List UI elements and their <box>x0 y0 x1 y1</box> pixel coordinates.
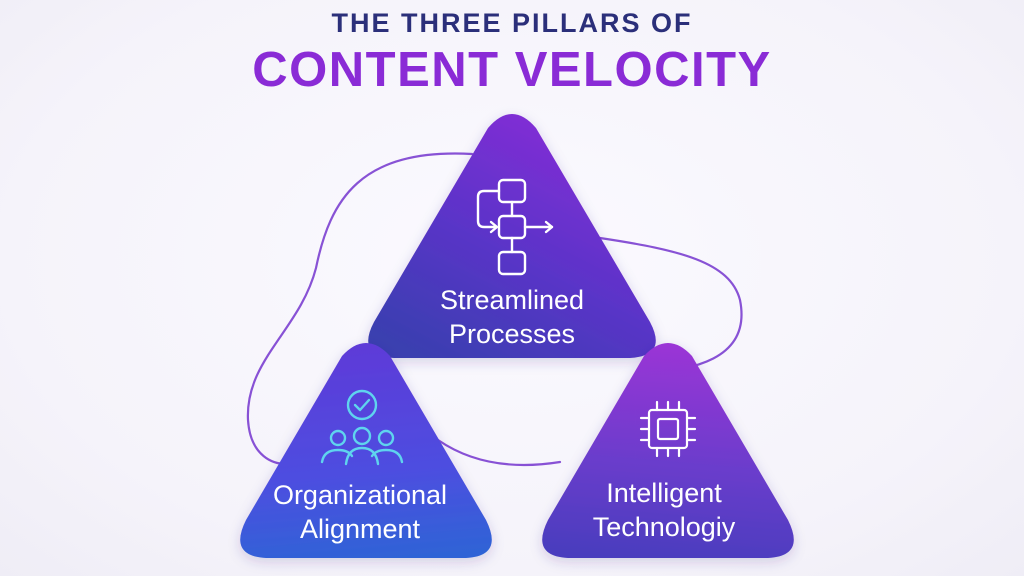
pillar-processes-shape <box>368 114 656 358</box>
pillar-alignment-line1: Organizational <box>273 480 447 510</box>
pillar-alignment-line2: Alignment <box>300 514 421 544</box>
subtitle-heading: THE THREE PILLARS OF <box>331 8 693 38</box>
flowchart-icon <box>476 178 554 276</box>
pillar-technology-line2: Technologiy <box>593 512 736 542</box>
chip-icon <box>639 400 697 458</box>
pillar-alignment-shape <box>240 343 492 558</box>
pillar-processes-line2: Processes <box>449 319 575 349</box>
main-title: CONTENT VELOCITY <box>252 43 772 97</box>
pillar-processes-line1: Streamlined <box>440 285 584 315</box>
pillar-processes <box>368 114 656 358</box>
team-check-icon <box>320 389 404 466</box>
pillar-technology-line1: Intelligent <box>606 478 722 508</box>
pillar-alignment <box>240 343 492 558</box>
